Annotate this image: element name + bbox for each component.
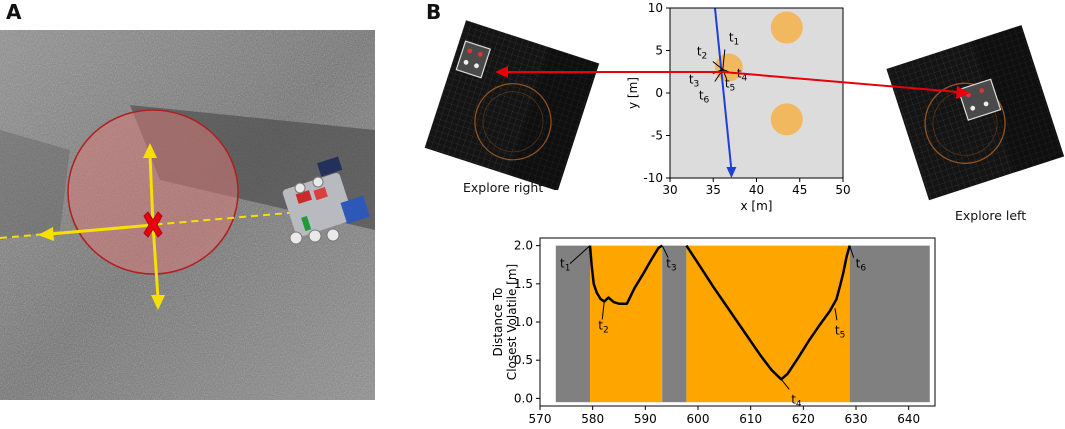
annotation-t1: t1 <box>560 257 570 274</box>
map-x-tick-label: 50 <box>835 183 850 197</box>
map-y-axis-label: y [m] <box>626 77 640 109</box>
distance-y-axis-label: Distance ToClosest Volatile [m] <box>491 264 519 380</box>
map-x-tick-label: 30 <box>662 183 677 197</box>
caption-explore-right: Explore right <box>463 180 544 195</box>
panel-label-b: B <box>426 0 442 24</box>
annotation-t5: t5 <box>835 323 845 340</box>
map-plot-area <box>670 8 843 178</box>
distance-chart: 570 580 590 600 610 620 630 640 0.0 0.5 1.0 1.5 2.0D… <box>491 237 936 426</box>
time-label-leader <box>722 49 726 70</box>
distance-series-1 <box>685 244 851 381</box>
distance-x-tick-label: 590 <box>634 412 657 426</box>
distance-y-tick-label: 0.0 <box>514 391 533 405</box>
region-orange <box>590 245 663 403</box>
time-label-t1: t1 <box>729 31 739 48</box>
distance-y-tick-label: 0.5 <box>514 353 533 367</box>
rover-icon <box>282 156 371 245</box>
distance-x-tick-label: 630 <box>845 412 868 426</box>
distance-x-tick-label: 600 <box>687 412 710 426</box>
annotation-t3: t3 <box>666 257 676 274</box>
region-orange <box>686 245 850 403</box>
time-label-t2: t2 <box>697 45 707 62</box>
explore-right-thumbnail <box>424 20 600 190</box>
map-x-tick-label: 45 <box>792 183 807 197</box>
panel-label-a: A <box>6 0 22 24</box>
distance-x-tick-label: 620 <box>792 412 815 426</box>
caption-explore-left: Explore left <box>955 208 1027 223</box>
annotation-t6: t6 <box>856 257 867 274</box>
annotation-t2: t2 <box>598 318 608 335</box>
distance-x-tick-label: 580 <box>581 412 604 426</box>
distance-series-0 <box>588 244 663 305</box>
volatile-marker <box>770 103 803 136</box>
map-x-axis-label: x [m] <box>741 199 773 213</box>
map-y-tick-label: 5 <box>655 44 663 58</box>
annotation-leader <box>569 245 591 265</box>
distance-x-tick-label: 640 <box>897 412 920 426</box>
region-gray <box>849 245 930 403</box>
map-x-tick-label: 35 <box>706 183 721 197</box>
map-y-tick-label: 0 <box>655 86 663 100</box>
explore-left-thumbnail <box>886 25 1065 201</box>
map-y-tick-label: -5 <box>651 129 663 143</box>
distance-y-tick-label: 1.0 <box>514 315 533 329</box>
map-x-tick-label: 40 <box>749 183 764 197</box>
annotation-leader <box>601 301 605 320</box>
distance-y-tick-label: 1.5 <box>514 277 533 291</box>
region-gray <box>555 245 591 403</box>
trajectory-arrowhead <box>726 167 737 178</box>
annotation-leader <box>834 308 838 321</box>
time-label-t6: t6 <box>699 89 710 106</box>
annotation-leader <box>780 378 790 390</box>
annotation-leader <box>849 245 855 258</box>
map-y-tick-label: -10 <box>643 171 663 185</box>
annotation-t4: t4 <box>791 392 802 409</box>
rover-aerial-photo <box>0 30 375 400</box>
annotation-leader <box>661 245 669 258</box>
time-label-leader <box>712 61 724 70</box>
distance-x-tick-label: 610 <box>739 412 762 426</box>
region-gray <box>662 245 687 403</box>
map-y-tick-label: 10 <box>648 1 663 15</box>
volatile-marker <box>770 11 803 44</box>
time-label-t3: t3 <box>689 73 699 90</box>
distance-x-tick-label: 570 <box>529 412 552 426</box>
distance-y-tick-label: 2.0 <box>514 239 533 253</box>
